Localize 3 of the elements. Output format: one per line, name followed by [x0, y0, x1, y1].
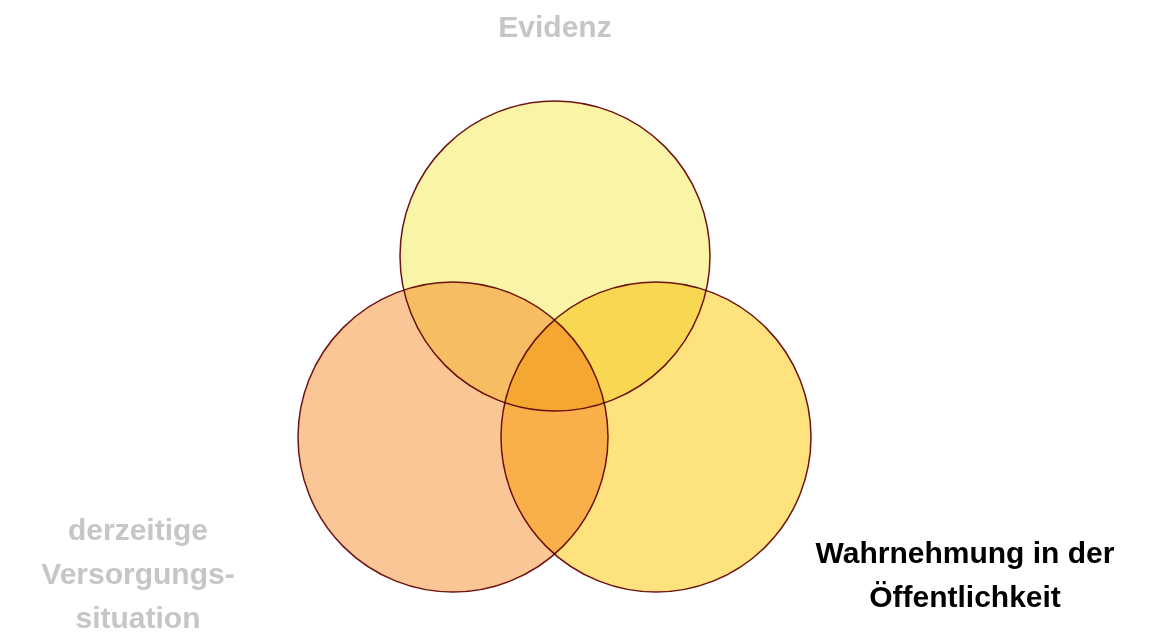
circle-label: Wahrnehmung in der Öffentlichkeit	[814, 535, 1116, 615]
circle-label: Evidenz	[497, 9, 613, 45]
circle-label: derzeitige Versorgungs- situation	[40, 512, 236, 636]
